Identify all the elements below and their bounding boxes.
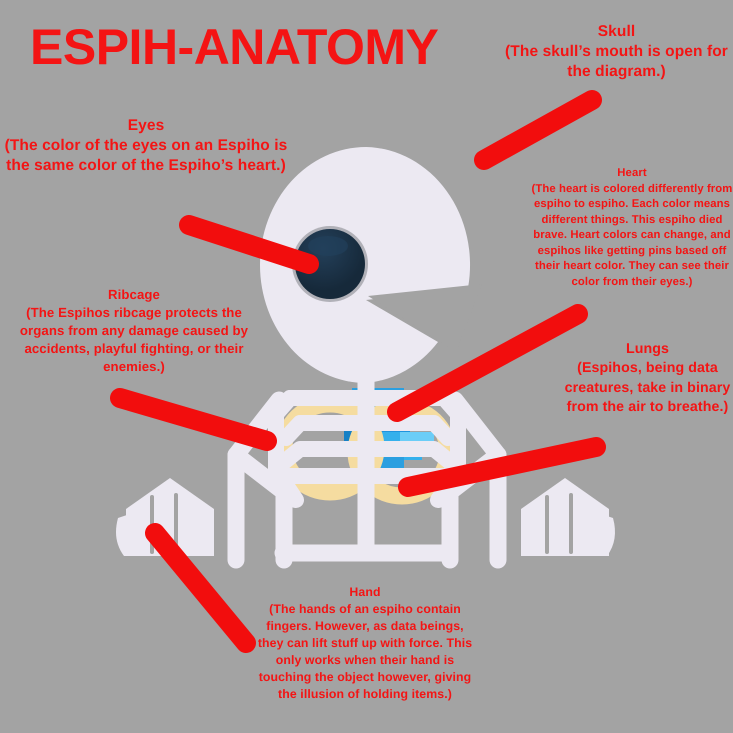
eye-highlight — [308, 236, 348, 256]
rib-left-2 — [278, 415, 374, 446]
pointer-lungs — [398, 437, 606, 497]
rib-left-3 — [276, 441, 374, 470]
skull-mouth-wedge — [368, 284, 482, 352]
rib-right-2 — [358, 415, 456, 446]
rib-right-3 — [358, 441, 458, 470]
rib-left-1 — [268, 390, 374, 422]
label-hand-body: (The hands of an espiho contain fingers.… — [257, 601, 473, 701]
label-ribcage: Ribcage (The Espihos ribcage protects th… — [8, 286, 260, 376]
spine-group — [274, 373, 458, 562]
pointer-eyes — [179, 215, 319, 274]
label-heart-body: (The heart is colored differently from e… — [531, 182, 733, 289]
label-heart-heading: Heart — [617, 167, 647, 179]
label-eyes-body: (The color of the eyes on an Espiho is t… — [4, 136, 288, 174]
label-skull-body: (The skull’s mouth is open for the diagr… — [505, 42, 728, 80]
hand-right-icon — [521, 478, 615, 556]
pointer-ribcage — [110, 388, 277, 451]
label-lungs-body: (Espihos, being data creatures, take in … — [564, 360, 731, 415]
label-eyes-heading: Eyes — [127, 117, 165, 134]
pointer-lines-group — [110, 90, 606, 653]
pointer-skull — [474, 90, 602, 170]
eye-group — [292, 226, 368, 302]
label-skull-heading: Skull — [597, 23, 636, 40]
label-ribcage-body: (The Espihos ribcage protects the organs… — [19, 304, 249, 374]
label-skull: Skull (The skull’s mouth is open for the… — [500, 22, 733, 81]
label-hand: Hand (The hands of an espiho contain fin… — [256, 584, 474, 703]
label-hand-heading: Hand — [349, 585, 381, 599]
label-eyes: Eyes (The color of the eyes on an Espiho… — [0, 116, 294, 175]
label-ribcage-heading: Ribcage — [107, 287, 160, 302]
pointer-hand — [145, 523, 256, 653]
label-heart: Heart (The heart is colored differently … — [531, 166, 733, 291]
pointer-heart — [387, 304, 588, 422]
page-title: ESPIH-ANATOMY — [30, 19, 439, 75]
label-lungs: Lungs (Espihos, being data creatures, ta… — [562, 340, 733, 417]
rib-right-1 — [358, 390, 466, 422]
label-lungs-heading: Lungs — [625, 341, 670, 357]
